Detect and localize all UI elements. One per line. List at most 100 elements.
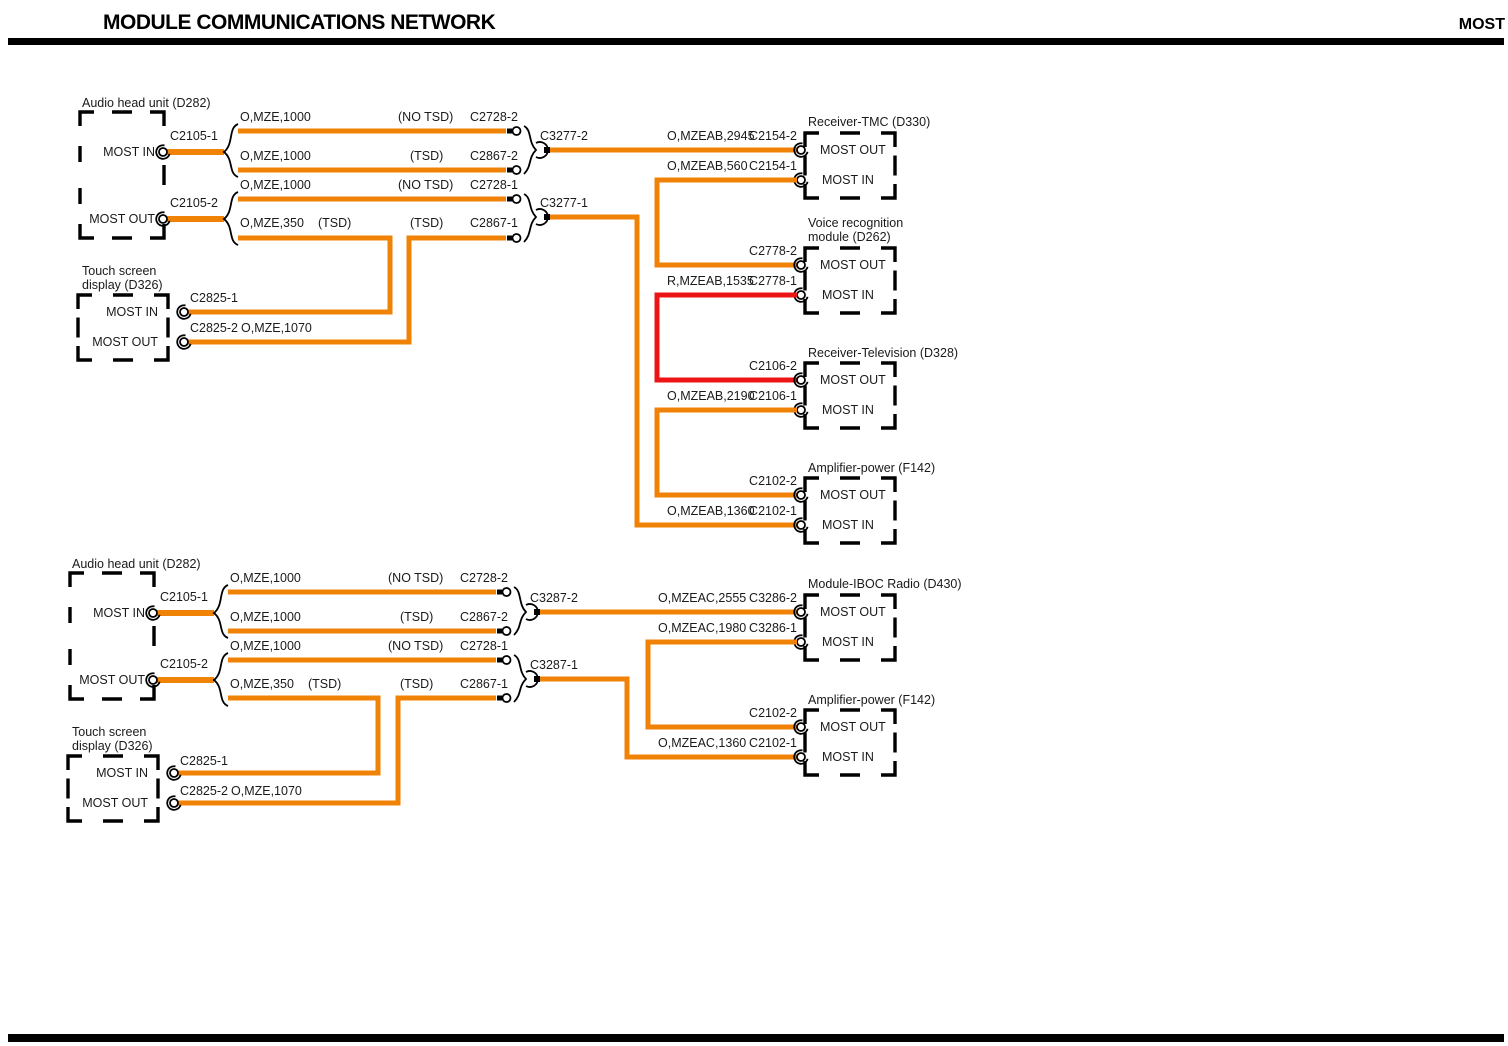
connector-label: C2102-1 xyxy=(749,736,797,750)
wire-end-ring xyxy=(511,233,522,243)
port-label-most-out: MOST OUT xyxy=(89,212,155,226)
module-title: Receiver-TMC (D330) xyxy=(808,115,930,129)
port-label-most-in: MOST IN xyxy=(103,145,155,159)
connector-label: C2867-1 xyxy=(460,677,508,691)
connector-label: C2105-1 xyxy=(160,590,208,604)
wire-end-pin xyxy=(507,167,512,173)
header-corner-label: MOST xyxy=(1459,16,1505,33)
port-label-most-in: MOST IN xyxy=(822,635,874,649)
module-box-iboc-radio xyxy=(803,593,897,662)
wire-end-ring xyxy=(511,194,522,204)
wire-label: O,MZEAB,2945 xyxy=(667,129,755,143)
wire-end-ring xyxy=(501,693,512,703)
connector-label: C2154-1 xyxy=(749,159,797,173)
connector-label: C3277-1 xyxy=(540,196,588,210)
module-title: Touch screen xyxy=(72,725,146,739)
module-title: Amplifier-power (F142) xyxy=(808,693,935,707)
wire-tv-in-to-amp-out xyxy=(654,407,797,498)
wire-label: O,MZE,1000 xyxy=(230,610,301,624)
split-brace xyxy=(222,123,239,178)
connector-label: C2728-2 xyxy=(470,110,518,124)
module-box-touch-screen xyxy=(76,293,170,362)
module-box-amplifier-power xyxy=(803,476,897,545)
optical-connector-icon xyxy=(166,795,182,811)
wire-label: O,MZE,1070 xyxy=(241,321,312,335)
wire-voice-in-to-tv-out-red xyxy=(654,292,797,383)
wire-end-pin xyxy=(544,147,550,153)
connector-label: C2106-2 xyxy=(749,359,797,373)
split-brace xyxy=(222,191,239,246)
connector-label: C3277-2 xyxy=(540,129,588,143)
connector-label: C2105-2 xyxy=(170,196,218,210)
wire-tag: (NO TSD) xyxy=(388,571,443,585)
module-box-receiver-television xyxy=(803,361,897,430)
connector-label: C2825-1 xyxy=(180,754,228,768)
connector-label: C3286-2 xyxy=(749,591,797,605)
wire-tag: (TSD) xyxy=(400,677,433,691)
module-box-amplifier-power xyxy=(803,708,897,777)
wire-tag: (TSD) xyxy=(308,677,341,691)
wire-end-pin xyxy=(497,628,502,634)
wire-end-pin xyxy=(497,695,502,701)
module-title: display (D326) xyxy=(82,278,163,292)
wire-end-ring xyxy=(501,587,512,597)
connector-label: C2778-2 xyxy=(749,244,797,258)
wire-label: O,MZEAB,560 xyxy=(667,159,748,173)
wire-end-ring xyxy=(511,126,522,136)
wire-touchscreen-out-to-r4 xyxy=(178,695,496,806)
optical-connector-icon xyxy=(176,334,192,350)
port-label-most-out: MOST OUT xyxy=(820,605,886,619)
wire-end-pin xyxy=(534,609,540,615)
connector-label: C2825-2 xyxy=(190,321,238,335)
connector-label: C2728-1 xyxy=(470,178,518,192)
connector-label: C2102-2 xyxy=(749,706,797,720)
wire-label: O,MZEAC,1360 xyxy=(658,736,746,750)
merge-brace xyxy=(513,654,528,703)
wire-label: R,MZEAB,1535 xyxy=(667,274,754,288)
merge-brace xyxy=(523,125,538,175)
split-brace xyxy=(212,584,229,639)
wire-label: O,MZEAB,1360 xyxy=(667,504,755,518)
wire-touchscreen-out-to-r4 xyxy=(188,235,506,345)
port-label-most-out: MOST OUT xyxy=(92,335,158,349)
module-title: Module-IBOC Radio (D430) xyxy=(808,577,962,591)
module-title: display (D326) xyxy=(72,739,153,753)
module-title: Audio head unit (D282) xyxy=(72,557,201,571)
module-title: Touch screen xyxy=(82,264,156,278)
port-label-most-out: MOST OUT xyxy=(820,720,886,734)
module-box-touch-screen xyxy=(66,754,160,823)
port-label-most-in: MOST IN xyxy=(822,750,874,764)
connector-label: C3287-1 xyxy=(530,658,578,672)
optical-connector-icon xyxy=(166,765,182,781)
optical-connector-icon xyxy=(155,144,171,160)
wire-label: O,MZE,350 xyxy=(240,216,304,230)
bottom-section: Audio head unit (D282) MOST IN C2105-1 M… xyxy=(66,557,962,823)
wire-label: O,MZE,1000 xyxy=(240,110,311,124)
wire-r4-to-touchscreen-in xyxy=(178,695,381,776)
optical-connector-icon xyxy=(155,211,171,227)
wire-label: O,MZE,1000 xyxy=(230,639,301,653)
wire-label: O,MZE,1000 xyxy=(230,571,301,585)
connector-label: C2867-1 xyxy=(470,216,518,230)
module-title: Audio head unit (D282) xyxy=(82,96,211,110)
wire-label: O,MZE,1000 xyxy=(240,178,311,192)
module-box-receiver-tmc xyxy=(803,131,897,200)
port-label-most-out: MOST OUT xyxy=(82,796,148,810)
wire-tag: (TSD) xyxy=(318,216,351,230)
wire-tag: (TSD) xyxy=(400,610,433,624)
wire-end-pin xyxy=(497,589,502,595)
wire-label: O,MZE,1070 xyxy=(231,784,302,798)
wire-end-pin xyxy=(497,657,502,663)
port-label-most-out: MOST OUT xyxy=(820,258,886,272)
port-label-most-out: MOST OUT xyxy=(820,488,886,502)
wire-tag: (NO TSD) xyxy=(398,110,453,124)
wire-label: O,MZEAB,2190 xyxy=(667,389,755,403)
connector-label: C2867-2 xyxy=(460,610,508,624)
wire-iboc-in-to-amp-out xyxy=(645,639,797,730)
connector-label: C3287-2 xyxy=(530,591,578,605)
wire-tag: (NO TSD) xyxy=(388,639,443,653)
port-label-most-in: MOST IN xyxy=(822,173,874,187)
wire-tag: (TSD) xyxy=(410,216,443,230)
wire-to-amplifier-most-in xyxy=(540,676,797,760)
